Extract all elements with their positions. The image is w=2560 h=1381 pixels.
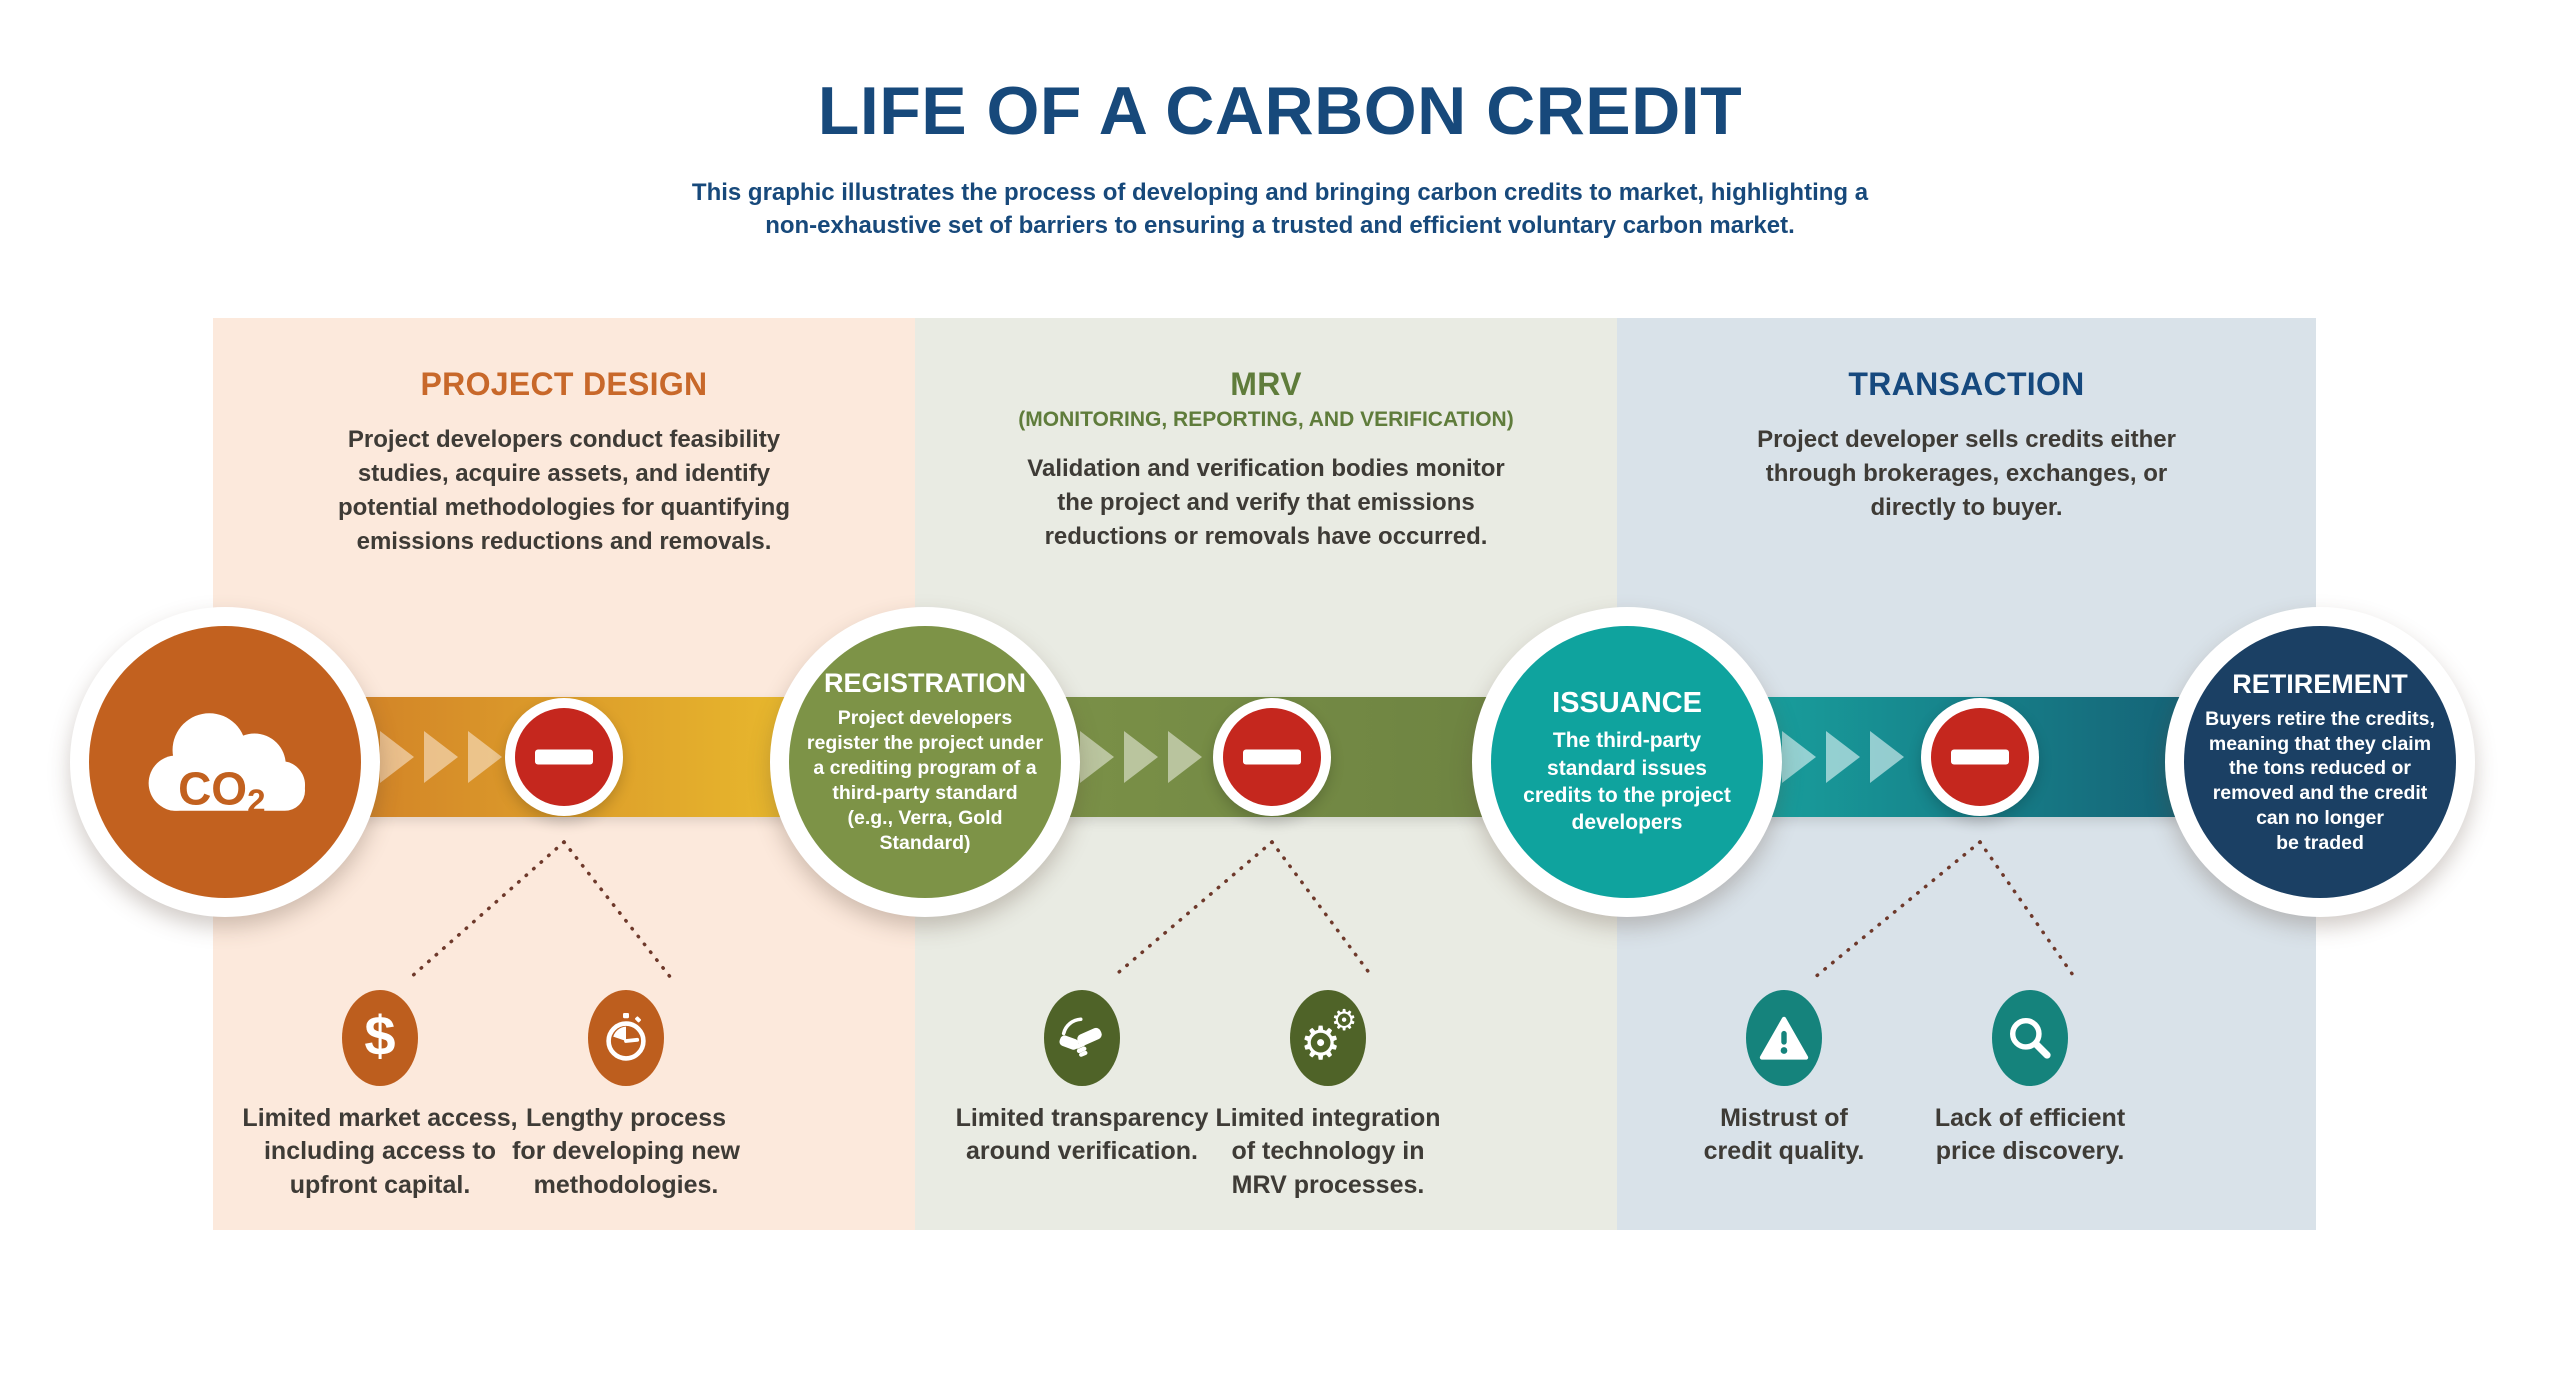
svg-text:CO2: CO2 [178,762,265,820]
stage-subtitle-mrv: (MONITORING, REPORTING, AND VERIFICATION… [1018,408,1514,431]
arrow-icon [1168,731,1202,783]
barrier-label: Limited market access, including access … [242,1104,518,1199]
barrier-label: Mistrust of credit quality. [1703,1104,1865,1166]
warning-icon [1746,990,1822,1086]
barrier-label: Limited integration of technology in MRV… [1215,1104,1441,1199]
stage-title-mrv: MRV [1230,366,1302,402]
minus-icon [1931,708,2029,806]
stage-title-transaction: TRANSACTION [1848,366,2085,402]
arrow-icon [380,731,414,783]
barrier-stop-icon [1921,698,2039,816]
minus-icon [1223,708,1321,806]
node-title: ISSUANCE [1552,687,1702,720]
stage-description-project-design: Project developers conduct feasibility s… [338,426,790,556]
arrow-icon [1826,731,1860,783]
node-description: The third-party standard issues credits … [1523,729,1731,835]
node-retirement: RETIREMENT Buyers retire the credits, me… [2165,607,2475,917]
barrier-label: Limited transparency around verification… [955,1104,1209,1166]
node-description: Buyers retire the credits, meaning that … [2205,707,2435,854]
node-registration: REGISTRATION Project developers register… [770,607,1080,917]
magnifier-icon [1992,990,2068,1086]
barrier-label: Lengthy process for developing new metho… [512,1104,740,1199]
barrier-stop-icon [1213,698,1331,816]
gears-icon: ⚙ ⚙ [1290,990,1366,1086]
arrow-icon [424,731,458,783]
stage-description-transaction: Project developer sells credits either t… [1757,426,2176,522]
node-title: RETIREMENT [2232,668,2408,699]
arrow-icon [468,731,502,783]
node-issuance: ISSUANCE The third-party standard issues… [1472,607,1782,917]
stopwatch-icon [588,990,664,1086]
dollar-icon: $ [342,990,418,1086]
minus-icon [515,708,613,806]
page-title: LIFE OF A CARBON CREDIT [817,73,1743,149]
stage-title-project-design: PROJECT DESIGN [420,366,708,402]
node-title: REGISTRATION [824,668,1026,699]
handshake-icon [1044,990,1120,1086]
co2-cloud-icon: CO2 [148,713,306,821]
page-subtitle: This graphic illustrates the process of … [691,179,1869,240]
arrow-icon [1782,731,1816,783]
arrow-icon [1870,731,1904,783]
barrier-stop-icon [505,698,623,816]
arrow-icon [1124,731,1158,783]
node-co2: CO2 [70,607,380,917]
node-description: Project developers register the project … [806,707,1044,854]
arrow-icon [1080,731,1114,783]
barrier-label: Lack of efficient price discovery. [1934,1104,2126,1166]
stage-description-mrv: Validation and verification bodies monit… [1027,455,1505,551]
